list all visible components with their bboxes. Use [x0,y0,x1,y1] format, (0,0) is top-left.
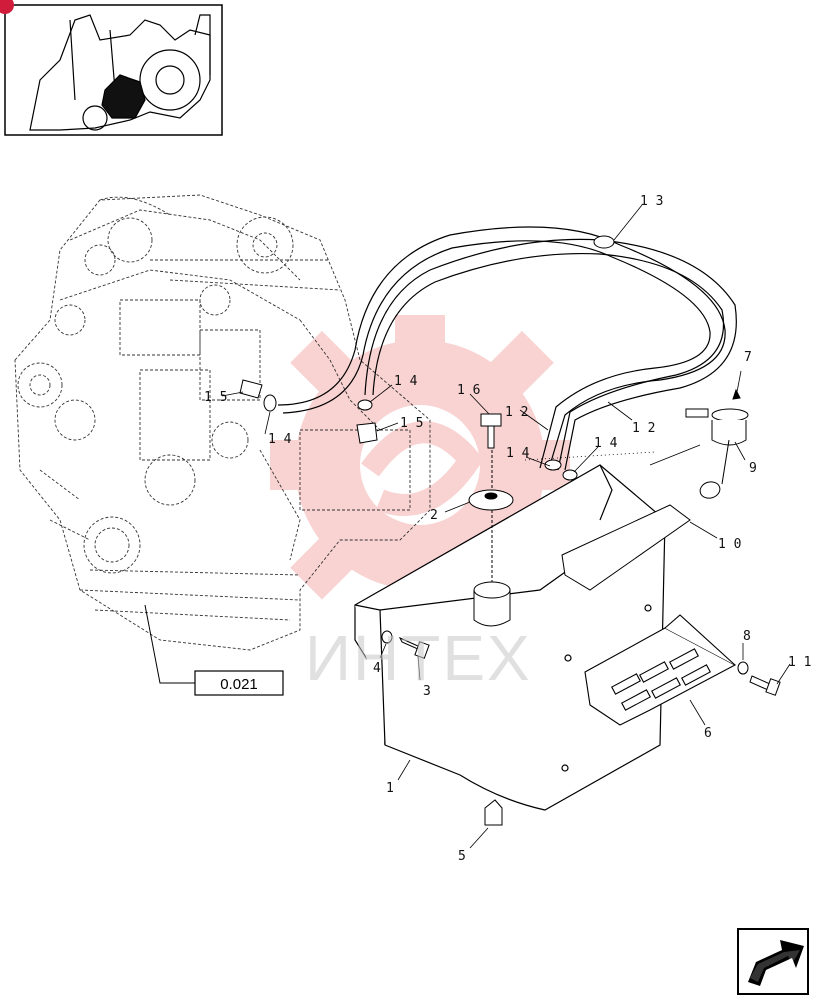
callout-2: 2 [430,508,438,523]
callout-11: 1 1 [788,655,811,670]
callout-3: 3 [423,684,431,699]
cap-key [480,413,502,449]
callout-15a: 1 5 [204,390,227,405]
reference-box-label: 0.021 [220,676,258,693]
callout-8: 8 [743,629,751,644]
callout-14b: 1 4 [268,432,292,447]
fuel-lines [277,226,737,471]
callout-labels: 1 2 3 4 5 6 7 8 9 1 0 1 1 1 2 1 2 1 3 1 … [204,194,811,864]
reference-box[interactable]: 0.021 [194,670,284,696]
clamps [239,235,615,481]
callout-6: 6 [704,726,712,741]
engine-block [14,194,431,651]
callout-10: 1 0 [718,537,741,552]
location-thumbnail [0,0,223,136]
callout-14d: 1 4 [594,436,618,451]
callout-7: 7 [744,350,752,365]
callout-12a: 1 2 [505,405,528,420]
watermark-text: ИНТЕХ [305,622,532,694]
callout-5: 5 [458,849,466,864]
callout-leaders [221,204,791,849]
filler-cap [468,489,514,511]
next-page-button[interactable] [737,928,809,995]
heat-shield [561,504,691,591]
fuel-sender-unit [685,388,749,499]
page-marker-icon [0,0,14,14]
callout-16: 1 6 [457,383,480,398]
callout-14c: 1 4 [506,446,530,461]
callout-14a: 1 4 [394,374,418,389]
reference-leader [144,604,195,684]
callout-13: 1 3 [640,194,663,209]
callout-1: 1 [386,781,394,796]
next-page-arrow-icon [748,940,804,986]
tractor-location-icon [29,14,211,131]
fasteners [381,630,781,826]
callout-12b: 1 2 [632,421,655,436]
step-bracket [584,614,737,726]
callout-9: 9 [749,461,757,476]
callout-4: 4 [373,661,381,676]
callout-15b: 1 5 [400,416,423,431]
